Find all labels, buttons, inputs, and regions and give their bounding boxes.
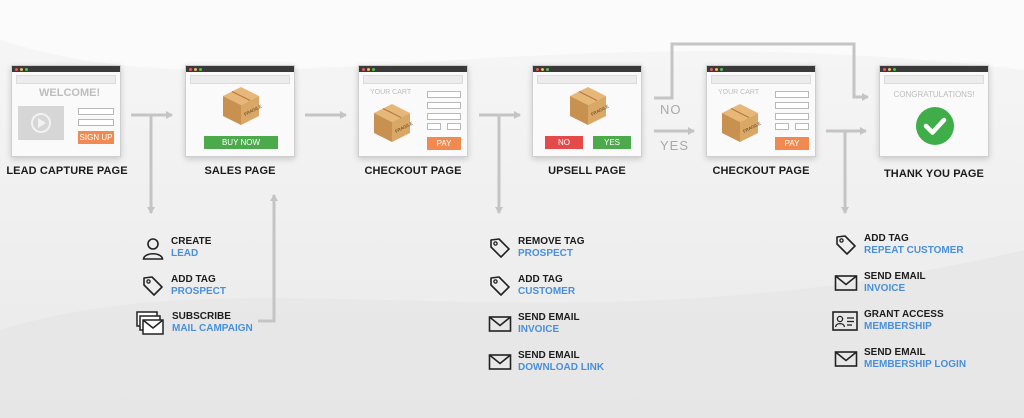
sales-page-mockup: FRAGILE BUY NOW [185,65,295,157]
checkmark-icon [916,107,954,145]
package-box-icon: FRAGILE [570,87,610,125]
envelope-icon [834,275,858,291]
action-detail: MEMBERSHIP [864,321,932,332]
pay-button: PAY [775,137,809,150]
your-cart-heading: YOUR CART [718,89,760,96]
tag-icon [490,276,510,296]
cart-field [427,113,461,120]
no-button: NO [545,136,583,149]
action-title: REMOVE TAG [518,236,585,247]
action-detail: PROSPECT [518,248,574,259]
cart-field [775,123,789,130]
lead-capture-page-mockup: WELCOME! SIGN UP [11,65,121,157]
envelope-icon [834,351,858,367]
name-field [78,108,114,115]
action-detail: REPEAT CUSTOMER [864,245,964,256]
person-icon [142,238,164,260]
pay-button: PAY [427,137,461,150]
upsell-page-label: UPSELL PAGE [548,165,626,177]
cart-field [775,91,809,98]
welcome-heading: WELCOME! [39,87,101,99]
checkout-page-mockup: YOUR CART FRAGILE PAY [358,65,468,157]
action-detail: INVOICE [864,283,906,294]
cart-field [427,91,461,98]
thank-you-page-mockup: CONGRATULATIONS! [879,65,989,157]
cart-field [447,123,461,130]
action-detail: LEAD [171,248,199,259]
package-box-icon: FRAGILE [374,104,414,142]
tag-icon [143,276,163,296]
action-title: GRANT ACCESS [864,309,944,320]
envelope-icon [488,316,512,332]
action-title: ADD TAG [864,233,909,244]
email-field [78,119,114,126]
yes-branch-label: YES [660,138,690,153]
cart-field [775,102,809,109]
cart-field [427,123,441,130]
package-box-icon: FRAGILE [223,87,263,125]
action-detail: PROSPECT [171,286,227,297]
checkout-page-2-label: CHECKOUT PAGE [712,165,810,177]
lead-capture-page-label: LEAD CAPTURE PAGE [6,165,128,177]
thank-you-page-label: THANK YOU PAGE [883,168,984,180]
sales-page-label: SALES PAGE [204,165,276,177]
tag-icon [490,238,510,258]
action-title: SEND EMAIL [864,271,926,282]
upsell-page-mockup: FRAGILE NO YES [532,65,642,157]
package-box-icon: FRAGILE [722,104,762,142]
tag-icon [836,235,856,255]
video-placeholder [18,106,64,140]
cart-field [427,102,461,109]
cart-field [795,123,809,130]
your-cart-heading: YOUR CART [370,89,412,96]
cart-field [775,113,809,120]
sign-up-button: SIGN UP [78,131,114,144]
action-title: ADD TAG [171,274,216,285]
action-detail: DOWNLOAD LINK [518,362,605,373]
envelope-icon [488,354,512,370]
id-card-icon [832,311,858,331]
action-detail: MEMBERSHIP LOGIN [864,359,967,370]
yes-button: YES [593,136,631,149]
mail-stack-icon [136,311,164,335]
no-branch-label: NO [660,102,682,117]
congratulations-heading: CONGRATULATIONS! [893,90,975,99]
action-title: ADD TAG [518,274,563,285]
action-title: SEND EMAIL [518,312,580,323]
action-title: SUBSCRIBE [172,311,231,322]
action-detail: INVOICE [518,324,560,335]
checkout-page-label: CHECKOUT PAGE [364,165,462,177]
checkout-page-2-mockup: YOUR CART FRAGILE PAY [706,65,816,157]
play-icon [31,113,51,133]
action-title: SEND EMAIL [864,347,926,358]
action-title: CREATE [171,236,212,247]
action-detail: MAIL CAMPAIGN [172,323,253,334]
action-title: SEND EMAIL [518,350,580,361]
action-detail: CUSTOMER [518,286,576,297]
buy-now-button: BUY NOW [204,136,278,149]
